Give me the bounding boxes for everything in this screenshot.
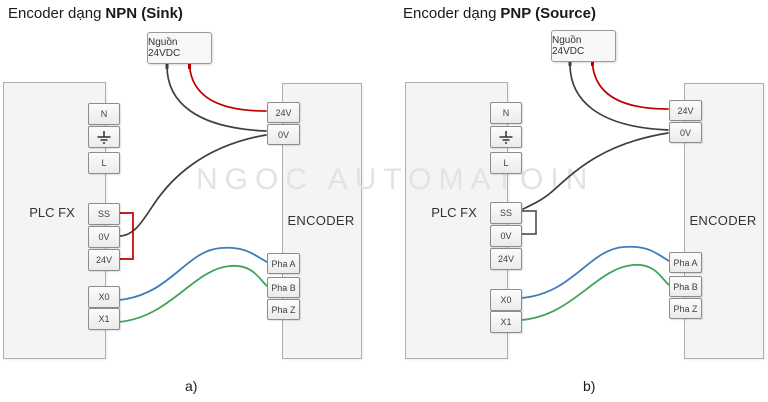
power-supply-label: Nguồn 24VDC	[148, 37, 181, 59]
plc-label-npn: PLC FX	[29, 205, 75, 220]
wire-psu-24v-npn	[188, 65, 267, 112]
caption-a: a)	[185, 378, 198, 394]
encoder-terminal-pha-b: Pha B	[669, 276, 702, 297]
plc-terminal-l: L	[88, 152, 120, 174]
title-normal: Encoder dạng	[403, 5, 497, 22]
wire-x0-phaA-npn	[117, 246, 268, 301]
jumper-ss-0v-pnp	[521, 210, 537, 235]
power-supply-box-pnp: Nguồn 24VDC	[551, 30, 616, 62]
encoder-terminal-pha-z: Pha Z	[669, 298, 702, 319]
power-supply-box-npn: Nguồn 24VDC	[147, 32, 212, 64]
wire-psu-24v-pnp	[591, 63, 669, 110]
plc-label-pnp: PLC FX	[431, 205, 477, 220]
encoder-terminal-pha-a: Pha A	[669, 252, 702, 273]
plc-terminal-n: N	[490, 102, 522, 124]
jumper-ss-24v-npn	[118, 212, 134, 260]
plc-terminal-x1: X1	[490, 311, 522, 333]
plc-terminal-l: L	[490, 152, 522, 174]
wire-x1-phaB-pnp	[520, 264, 670, 321]
encoder-terminal-pha-z: Pha Z	[267, 299, 300, 320]
watermark-text: NGOC AUTOMATOIN	[196, 163, 595, 196]
wire-x1-phaB-npn	[117, 265, 268, 323]
encoder-terminal-24v: 24V	[669, 100, 702, 121]
title-bold: PNP (Source)	[500, 5, 596, 22]
plc-terminal-x1: X1	[88, 308, 120, 330]
plc-terminal-ground	[88, 126, 120, 148]
encoder-terminal-pha-a: Pha A	[267, 253, 300, 274]
plc-terminal-n: N	[88, 103, 120, 125]
plc-terminal-ss: SS	[88, 203, 120, 225]
plc-terminal-0v: 0V	[88, 226, 120, 248]
encoder-label-npn: ENCODER	[287, 213, 355, 228]
wire-psu-0v-pnp	[569, 63, 669, 131]
plc-terminal-0v: 0V	[490, 225, 522, 247]
plc-terminal-24v: 24V	[490, 248, 522, 270]
plc-terminal-ss: SS	[490, 202, 522, 224]
wire-x0-phaA-pnp	[520, 245, 670, 299]
encoder-terminal-0v: 0V	[267, 124, 300, 145]
plc-terminal-24v: 24V	[88, 249, 120, 271]
title-bold: NPN (Sink)	[105, 5, 183, 22]
wire-enc0v-plc0v-npn	[118, 134, 267, 237]
ground-icon	[97, 130, 111, 144]
caption-b: b)	[583, 378, 596, 394]
title-normal: Encoder dạng	[8, 5, 102, 22]
plc-terminal-x0: X0	[490, 289, 522, 311]
power-supply-label: Nguồn 24VDC	[552, 35, 585, 57]
ground-icon	[499, 130, 513, 144]
plc-terminal-ground	[490, 126, 522, 148]
wire-enc0v-ss-pnp	[522, 132, 669, 210]
encoder-label-pnp: ENCODER	[689, 213, 757, 228]
encoder-terminal-0v: 0V	[669, 122, 702, 143]
encoder-terminal-24v: 24V	[267, 102, 300, 123]
wire-psu-0v-npn	[166, 65, 267, 132]
encoder-terminal-pha-b: Pha B	[267, 277, 300, 298]
plc-terminal-x0: X0	[88, 286, 120, 308]
